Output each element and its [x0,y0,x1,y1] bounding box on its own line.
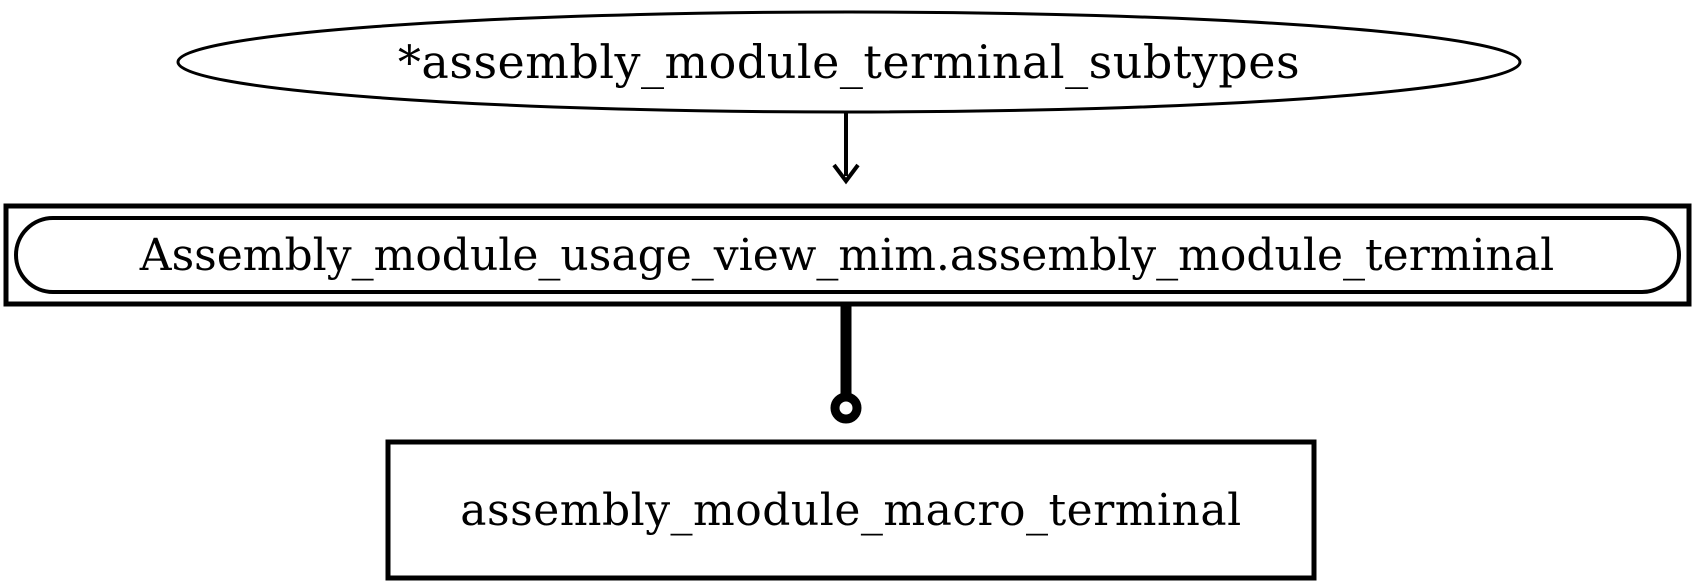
supertype-to-entity-arrowhead-icon [832,163,860,185]
entity-to-macro-circle-icon [830,392,862,424]
entity-inner-rounded-rect [14,216,1681,294]
macro-terminal-rect[interactable] [385,439,1317,581]
supertype-ellipse[interactable] [176,10,1522,114]
